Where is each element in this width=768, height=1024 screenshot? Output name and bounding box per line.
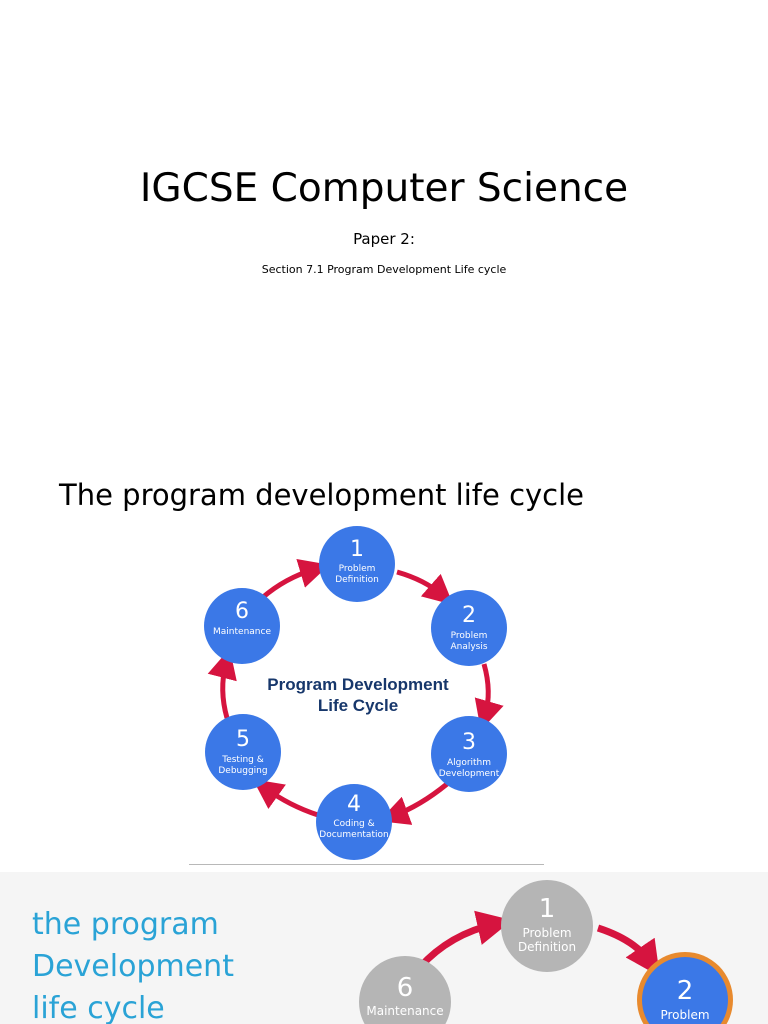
slide-title: IGCSE Computer Science [139,166,629,211]
slide3-diagram: 1 Problem Definition 6 Maintenance 2 Pro… [359,880,733,1024]
step-label-line2: Development [439,769,500,779]
step-number: 3 [462,730,476,755]
step-number: 5 [236,727,250,752]
step-label-line1: Problem [451,631,488,641]
slide3-step-node-2: 2 Problem [637,952,733,1024]
slide3-preview: the program Development life cycle 1 Pro… [0,872,768,1024]
step-label-line2: Analysis [450,642,487,652]
lifecycle-diagram: Program Development Life Cycle 1 Problem… [204,526,507,860]
slide3-title: the program Development life cycle [32,904,234,1024]
arrow-4-to-5 [252,779,319,818]
step-node-4: 4 Coding & Documentation [316,784,392,860]
step-number: 1 [350,537,364,562]
step-number: 6 [397,973,414,1003]
step-number: 4 [347,792,361,817]
slide3-title-line1: the program [32,907,219,942]
arrow-5-to-6 [207,648,237,719]
section-label: Section 7.1 Program Development Life cyc… [261,263,507,276]
step-label-line1: Coding & [333,819,374,829]
step-label-line2: Definition [335,575,379,585]
step-label-line1: Problem [660,1008,709,1022]
arrow-1-to-2 [396,569,454,605]
step-label-line1: Problem [522,926,571,940]
step-label-line2: Definition [518,940,576,954]
step-number: 1 [539,894,556,924]
step-number: 6 [235,599,249,624]
diagram-center-title-line1: Program Development [267,675,449,694]
step-label-line1: Algorithm [447,758,491,768]
step-node-3: 3 Algorithm Development [431,716,507,792]
step-node-2: 2 Problem Analysis [431,590,507,666]
slide-divider [189,864,544,865]
step-label-line1: Problem [339,564,376,574]
slide3-step-node-6: 6 Maintenance [359,956,451,1024]
slide3-arrow-6-to-1 [417,910,513,970]
diagram-center-title-line2: Life Cycle [318,696,398,715]
step-number: 2 [677,976,694,1006]
slide3-arrow-1-to-2 [596,924,660,977]
step-label-line2: Debugging [218,766,267,776]
arrow-2-to-3 [474,663,504,731]
arrow-6-to-1 [260,558,330,600]
slide3-title-line3: life cycle [32,991,165,1024]
step-label-line2: Documentation [319,830,388,840]
arrow-3-to-4 [378,782,449,825]
step-label-line1: Testing & [221,755,264,765]
slide-subtitle: Paper 2: [353,230,415,248]
step-number: 2 [462,603,476,628]
slide3-title-line2: Development [32,949,234,984]
cycle-heading: The program development life cycle [59,478,585,512]
step-node-5: 5 Testing & Debugging [205,714,281,790]
step-node-6: 6 Maintenance [204,588,280,664]
step-node-1: 1 Problem Definition [319,526,395,602]
step-label-line1: Maintenance [213,627,271,637]
step-label-line1: Maintenance [366,1004,443,1018]
slide3-step-node-1: 1 Problem Definition [501,880,593,972]
